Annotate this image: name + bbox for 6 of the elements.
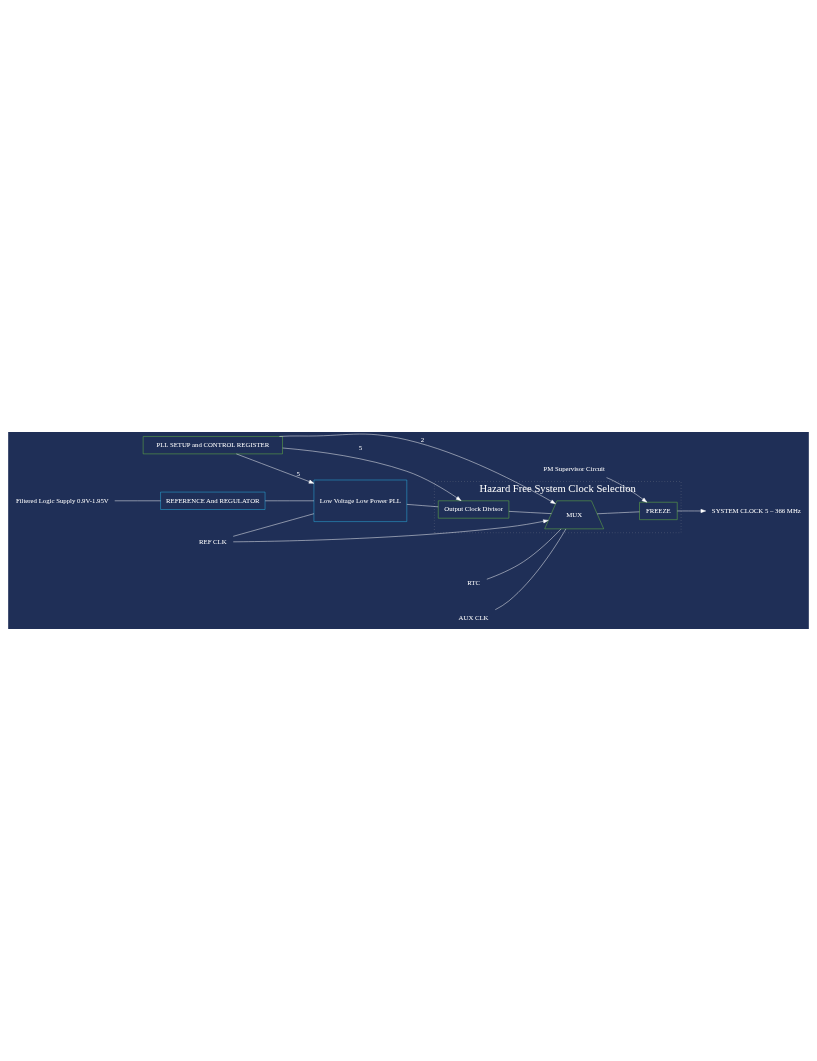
arrow [236, 453, 315, 484]
arrow [279, 433, 556, 505]
arrow [677, 509, 706, 513]
arrow [606, 477, 648, 503]
arrow [233, 519, 549, 543]
arrow [282, 447, 462, 501]
